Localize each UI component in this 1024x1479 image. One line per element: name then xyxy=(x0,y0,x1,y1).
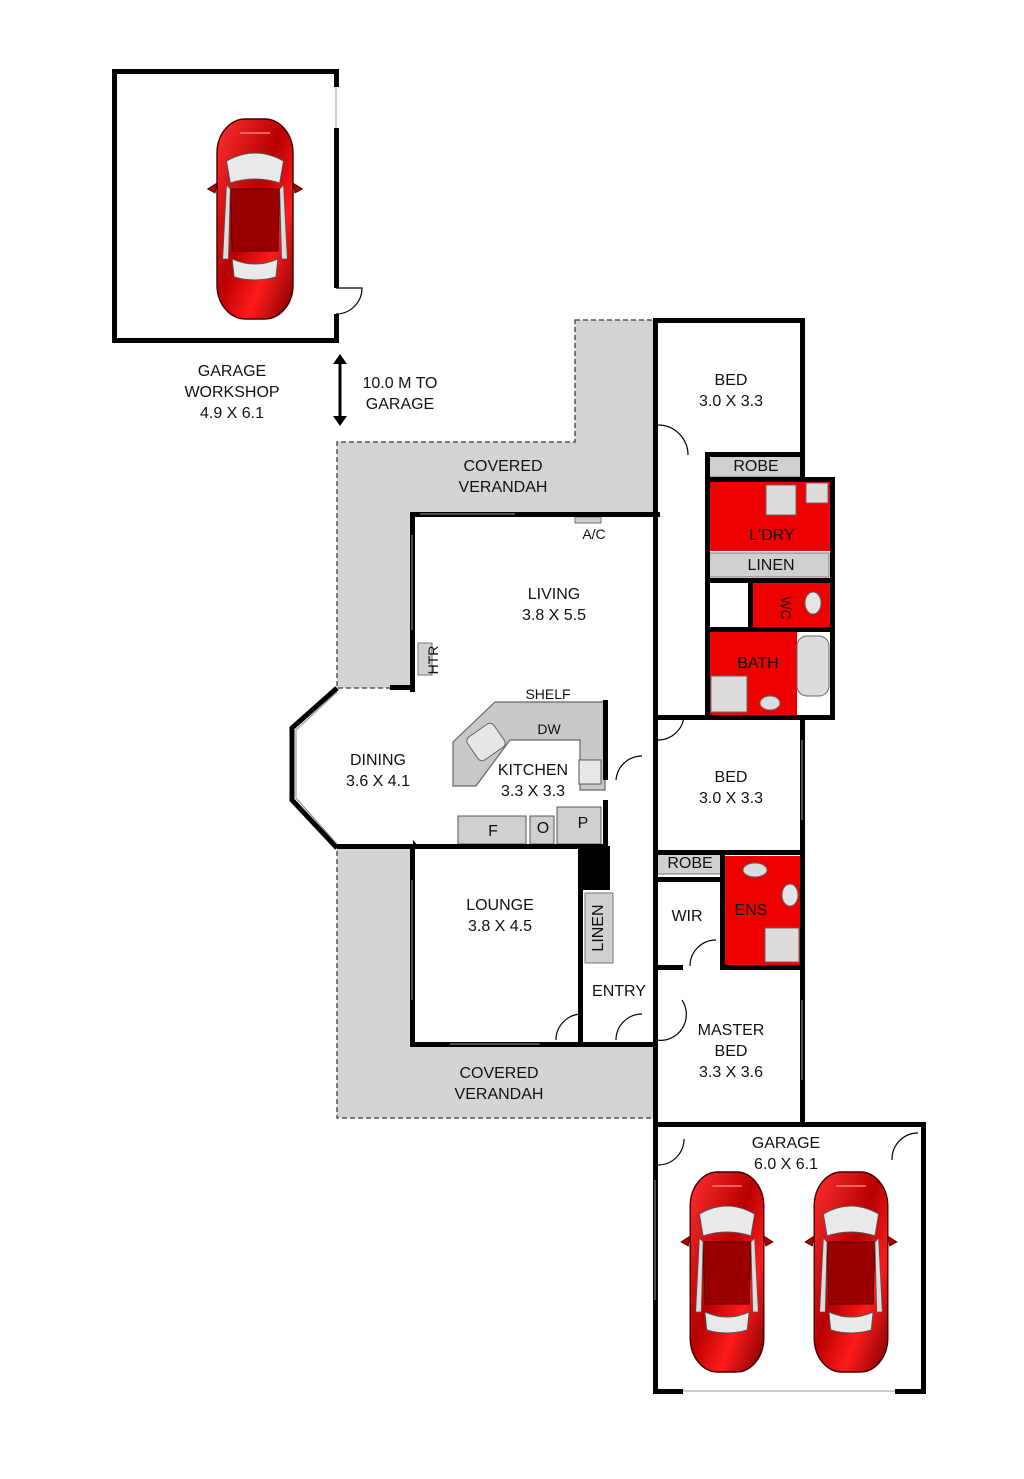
bathtub-icon xyxy=(796,635,830,697)
room-labels: BED 3.0 X 3.3 ROBE L'DRY LINEN WC BATH A… xyxy=(346,372,820,1173)
doors xyxy=(555,424,919,1166)
linen1-label: LINEN xyxy=(747,557,794,574)
fridge-space xyxy=(457,815,527,845)
arrow-down-icon xyxy=(333,416,347,426)
detached-garage-size: 4.9 X 6.1 xyxy=(200,405,264,422)
laundry-tub-icon xyxy=(765,484,797,516)
lounge-size: 3.8 X 4.5 xyxy=(468,918,532,935)
kitchen-size: 3.3 X 3.3 xyxy=(501,783,565,800)
pantry-cupboard xyxy=(556,806,602,845)
sink-icon xyxy=(466,722,506,762)
verandah-bottom-line2: VERANDAH xyxy=(455,1086,544,1103)
linen-laundry xyxy=(708,552,830,578)
shelf-label: SHELF xyxy=(525,686,570,702)
robe1-label: ROBE xyxy=(733,458,778,475)
car-right-icon xyxy=(804,1171,898,1373)
shower-icon xyxy=(710,675,748,713)
dining-size: 3.6 X 4.1 xyxy=(346,773,410,790)
detached-garage-workshop: GARAGE WORKSHOP 4.9 X 6.1 xyxy=(112,69,363,422)
ensuite-basin-icon xyxy=(742,862,768,878)
verandah-top-line1: COVERED xyxy=(463,458,542,475)
distance-indicator: 10.0 M TO GARAGE xyxy=(333,354,438,426)
bed1-name: BED xyxy=(715,372,748,389)
dining-name: DINING xyxy=(350,752,406,769)
lounge-name: LOUNGE xyxy=(466,897,534,914)
fixtures xyxy=(417,454,830,964)
oven-label: O xyxy=(537,820,549,837)
bath-label: BATH xyxy=(737,655,778,672)
entry-label: ENTRY xyxy=(592,983,646,1000)
master-name: MASTER xyxy=(698,1022,765,1039)
kitchen-name: KITCHEN xyxy=(498,762,568,779)
ac-unit-icon xyxy=(574,516,602,524)
washer-icon xyxy=(805,482,829,504)
pantry-label: P xyxy=(578,815,589,832)
living-name: LIVING xyxy=(528,586,580,603)
ac-label: A/C xyxy=(582,526,605,542)
laundry-label: L'DRY xyxy=(749,527,795,544)
verandah-bottom-line1: COVERED xyxy=(459,1065,538,1082)
distance-label-line2: GARAGE xyxy=(366,396,434,413)
verandah-top-line2: VERANDAH xyxy=(459,479,548,496)
toilet-icon xyxy=(804,591,822,615)
kitchen-bench xyxy=(452,701,606,845)
basin-icon xyxy=(759,695,781,711)
cooktop-icon xyxy=(578,759,602,785)
car-icon xyxy=(206,118,304,320)
living-size: 3.8 X 5.5 xyxy=(522,607,586,624)
ensuite-shower-icon xyxy=(764,927,800,963)
car-left-icon xyxy=(680,1171,774,1373)
wc-label: WC xyxy=(778,596,794,619)
dw-label: DW xyxy=(537,721,561,737)
linen-cupboard-hall xyxy=(584,892,614,964)
garage-name: GARAGE xyxy=(752,1135,820,1152)
detached-garage-subtitle: WORKSHOP xyxy=(184,384,279,401)
linen2-label: LINEN xyxy=(590,904,607,951)
heater-icon xyxy=(417,642,433,676)
garage-size: 6.0 X 6.1 xyxy=(754,1156,818,1173)
master-size: 3.3 X 3.6 xyxy=(699,1064,763,1081)
distance-label-line1: 10.0 M TO xyxy=(363,375,438,392)
bed2-name: BED xyxy=(715,769,748,786)
wir-label: WIR xyxy=(671,908,702,925)
bed1-size: 3.0 X 3.3 xyxy=(699,393,763,410)
ensuite-toilet-icon xyxy=(781,883,799,907)
htr-label: HTR xyxy=(425,646,441,675)
master-name2: BED xyxy=(715,1043,748,1060)
house-walls xyxy=(289,318,926,1394)
bed2-size: 3.0 X 3.3 xyxy=(699,790,763,807)
arrow-up-icon xyxy=(333,354,347,364)
detached-garage-title: GARAGE xyxy=(198,363,266,380)
fridge-label: F xyxy=(488,823,498,840)
ensuite-label: ENS xyxy=(735,902,768,919)
robe2-label: ROBE xyxy=(667,855,712,872)
